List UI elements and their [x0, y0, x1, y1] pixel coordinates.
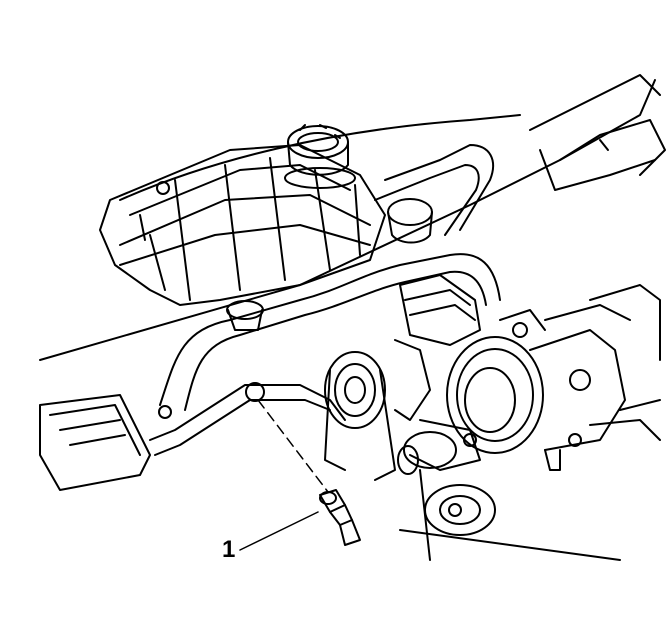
engine-block — [395, 275, 660, 474]
belt-and-pulleys — [325, 352, 620, 560]
coolant-hoses — [150, 145, 500, 455]
callout-leader-line — [240, 512, 318, 550]
body-structure — [40, 75, 665, 360]
callout-number-1: 1 — [222, 536, 236, 563]
throttle-body — [447, 305, 660, 470]
installation-dashed-line — [258, 400, 328, 492]
filler-cap — [388, 199, 432, 243]
air-cleaner-box — [40, 395, 150, 490]
reservoir-cap — [285, 125, 355, 188]
coolant-sensor-part — [320, 490, 360, 545]
